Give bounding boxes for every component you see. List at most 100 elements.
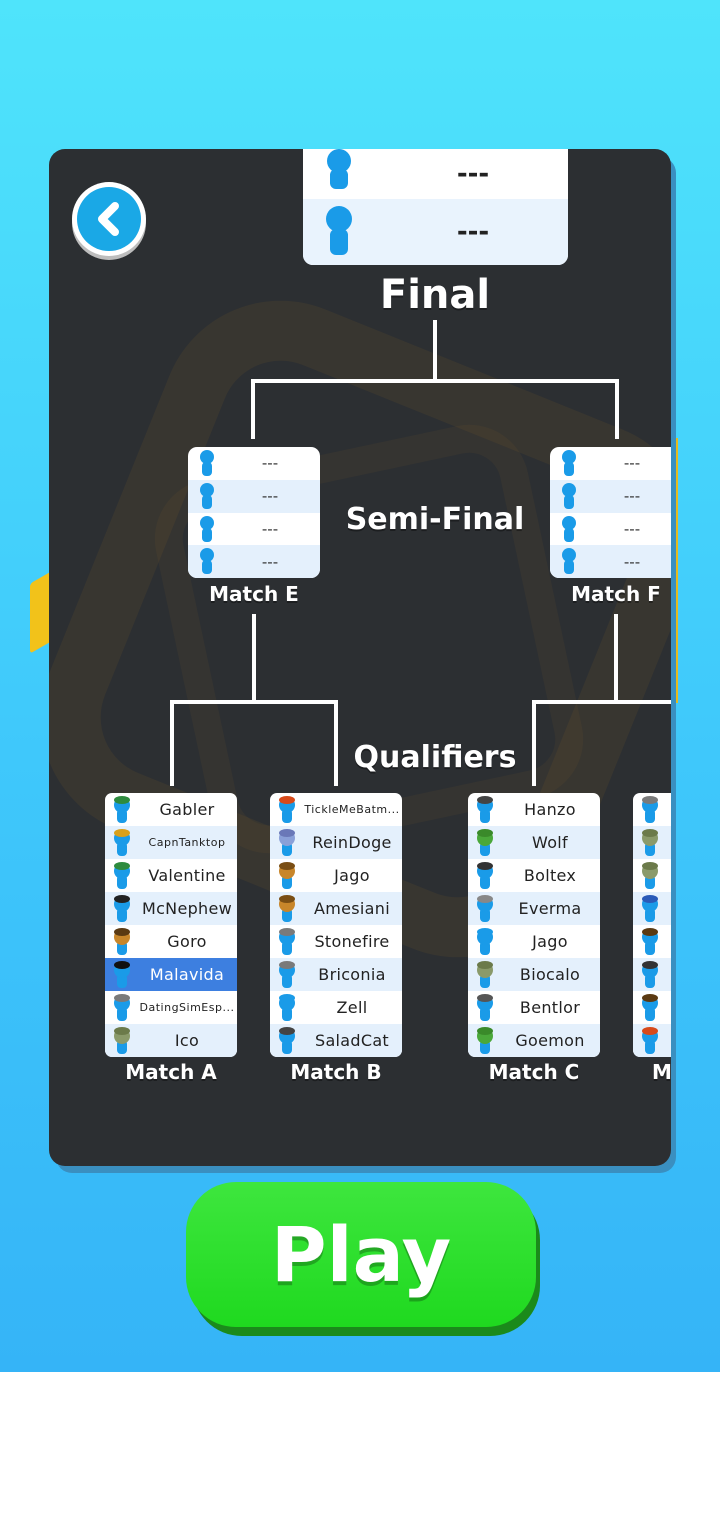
player-avatar-icon xyxy=(477,961,493,988)
player-row: Gabler xyxy=(105,793,237,826)
match-slot: --- xyxy=(188,513,320,546)
player-avatar-icon xyxy=(642,1027,658,1054)
player-row: Goro xyxy=(105,925,237,958)
player-row: Jago xyxy=(270,859,402,892)
bracket-line xyxy=(532,700,671,704)
player-row: Zell xyxy=(270,991,402,1024)
player-row: Stonefire xyxy=(270,925,402,958)
player-avatar-icon xyxy=(114,796,130,823)
player-avatar-icon xyxy=(562,548,576,575)
slot-name: --- xyxy=(623,519,641,538)
player-row xyxy=(633,826,671,859)
player-avatar-icon xyxy=(477,1027,493,1054)
player-avatar-icon xyxy=(279,796,295,823)
player-name: SaladCat xyxy=(314,1031,390,1050)
bracket-line xyxy=(614,614,618,702)
player-avatar-icon xyxy=(114,829,130,856)
match-label: Match C xyxy=(488,1060,580,1084)
player-avatar-icon xyxy=(279,895,295,922)
player-name: Ico xyxy=(174,1031,200,1050)
player-row: CapnTanktop xyxy=(105,826,237,859)
player-row: Boltex xyxy=(468,859,600,892)
player-row: Goemon xyxy=(468,1024,600,1057)
player-avatar-icon xyxy=(642,829,658,856)
player-name: CapnTanktop xyxy=(148,836,226,849)
player-name: TickleMeBatm... xyxy=(304,803,400,816)
player-avatar-icon xyxy=(477,862,493,889)
bracket-line xyxy=(170,700,174,786)
player-avatar-icon xyxy=(279,1027,295,1054)
player-row: Everma xyxy=(468,892,600,925)
player-row xyxy=(633,892,671,925)
match-label: Match B xyxy=(290,1060,382,1084)
player-name: Stonefire xyxy=(314,932,390,951)
player-name: Malavida xyxy=(149,965,225,984)
player-row: Biocalo xyxy=(468,958,600,991)
player-avatar-icon xyxy=(279,928,295,955)
player-name: Bentlor xyxy=(519,998,581,1017)
slot-name: --- xyxy=(261,552,279,571)
bracket-line xyxy=(252,614,256,702)
stage-title-qualifiers: Qualifiers xyxy=(353,740,517,775)
chevron-left-icon xyxy=(98,202,119,236)
player-avatar-icon xyxy=(114,862,130,889)
stage-title-semi: Semi-Final xyxy=(345,502,525,537)
player-name: DatingSimEsp... xyxy=(139,1001,235,1014)
player-row xyxy=(633,925,671,958)
player-avatar-icon xyxy=(279,862,295,889)
player-name: Hanzo xyxy=(524,800,576,819)
player-name: Amesiani xyxy=(314,899,390,918)
final-slot: --- xyxy=(303,149,568,199)
match-card-d[interactable] xyxy=(633,793,671,1057)
bracket-line xyxy=(251,379,619,383)
slot-name: --- xyxy=(623,487,641,506)
match-slot: --- xyxy=(550,479,671,513)
player-name: McNephew xyxy=(141,899,233,918)
player-avatar-icon xyxy=(477,796,493,823)
player-avatar-icon xyxy=(279,829,295,856)
player-name: Everma xyxy=(518,899,582,918)
player-avatar-icon xyxy=(200,515,214,542)
player-row xyxy=(633,859,671,892)
match-slot: --- xyxy=(550,545,671,578)
player-avatar-icon xyxy=(327,149,351,189)
match-label: Match E xyxy=(209,582,299,606)
player-row: Malavida xyxy=(105,958,237,991)
player-name: Zell xyxy=(336,998,368,1017)
player-row: Hanzo xyxy=(468,793,600,826)
slot-name: --- xyxy=(261,519,279,538)
player-row: Bentlor xyxy=(468,991,600,1024)
player-row: Wolf xyxy=(468,826,600,859)
match-slot: --- xyxy=(550,447,671,480)
player-avatar-icon xyxy=(114,895,130,922)
play-button[interactable]: Play xyxy=(186,1182,536,1327)
player-avatar-icon xyxy=(114,1027,130,1054)
player-avatar-icon xyxy=(200,482,214,509)
match-slot: --- xyxy=(550,513,671,546)
player-avatar-icon xyxy=(477,928,493,955)
player-avatar-icon xyxy=(562,450,576,476)
player-row: TickleMeBatm... xyxy=(270,793,402,826)
player-name: Goro xyxy=(167,932,207,951)
player-avatar-icon xyxy=(200,450,214,476)
back-button[interactable] xyxy=(72,182,146,256)
bracket-line xyxy=(433,320,437,382)
match-slot: --- xyxy=(188,545,320,578)
final-match-card[interactable]: --- --- xyxy=(303,149,568,265)
match-label: Match A xyxy=(125,1060,217,1084)
player-name: Jago xyxy=(334,866,370,885)
bracket-line xyxy=(615,379,619,439)
match-card-e[interactable]: --- --- --- --- xyxy=(188,447,320,578)
player-avatar-icon xyxy=(279,994,295,1021)
player-row xyxy=(633,793,671,826)
player-avatar-icon xyxy=(642,862,658,889)
player-name: Valentine xyxy=(148,866,226,885)
bracket-line xyxy=(334,700,338,786)
player-avatar-icon xyxy=(326,206,352,255)
player-row xyxy=(633,1024,671,1057)
match-card-f[interactable]: --- --- --- --- xyxy=(550,447,671,578)
player-avatar-icon xyxy=(114,928,130,955)
